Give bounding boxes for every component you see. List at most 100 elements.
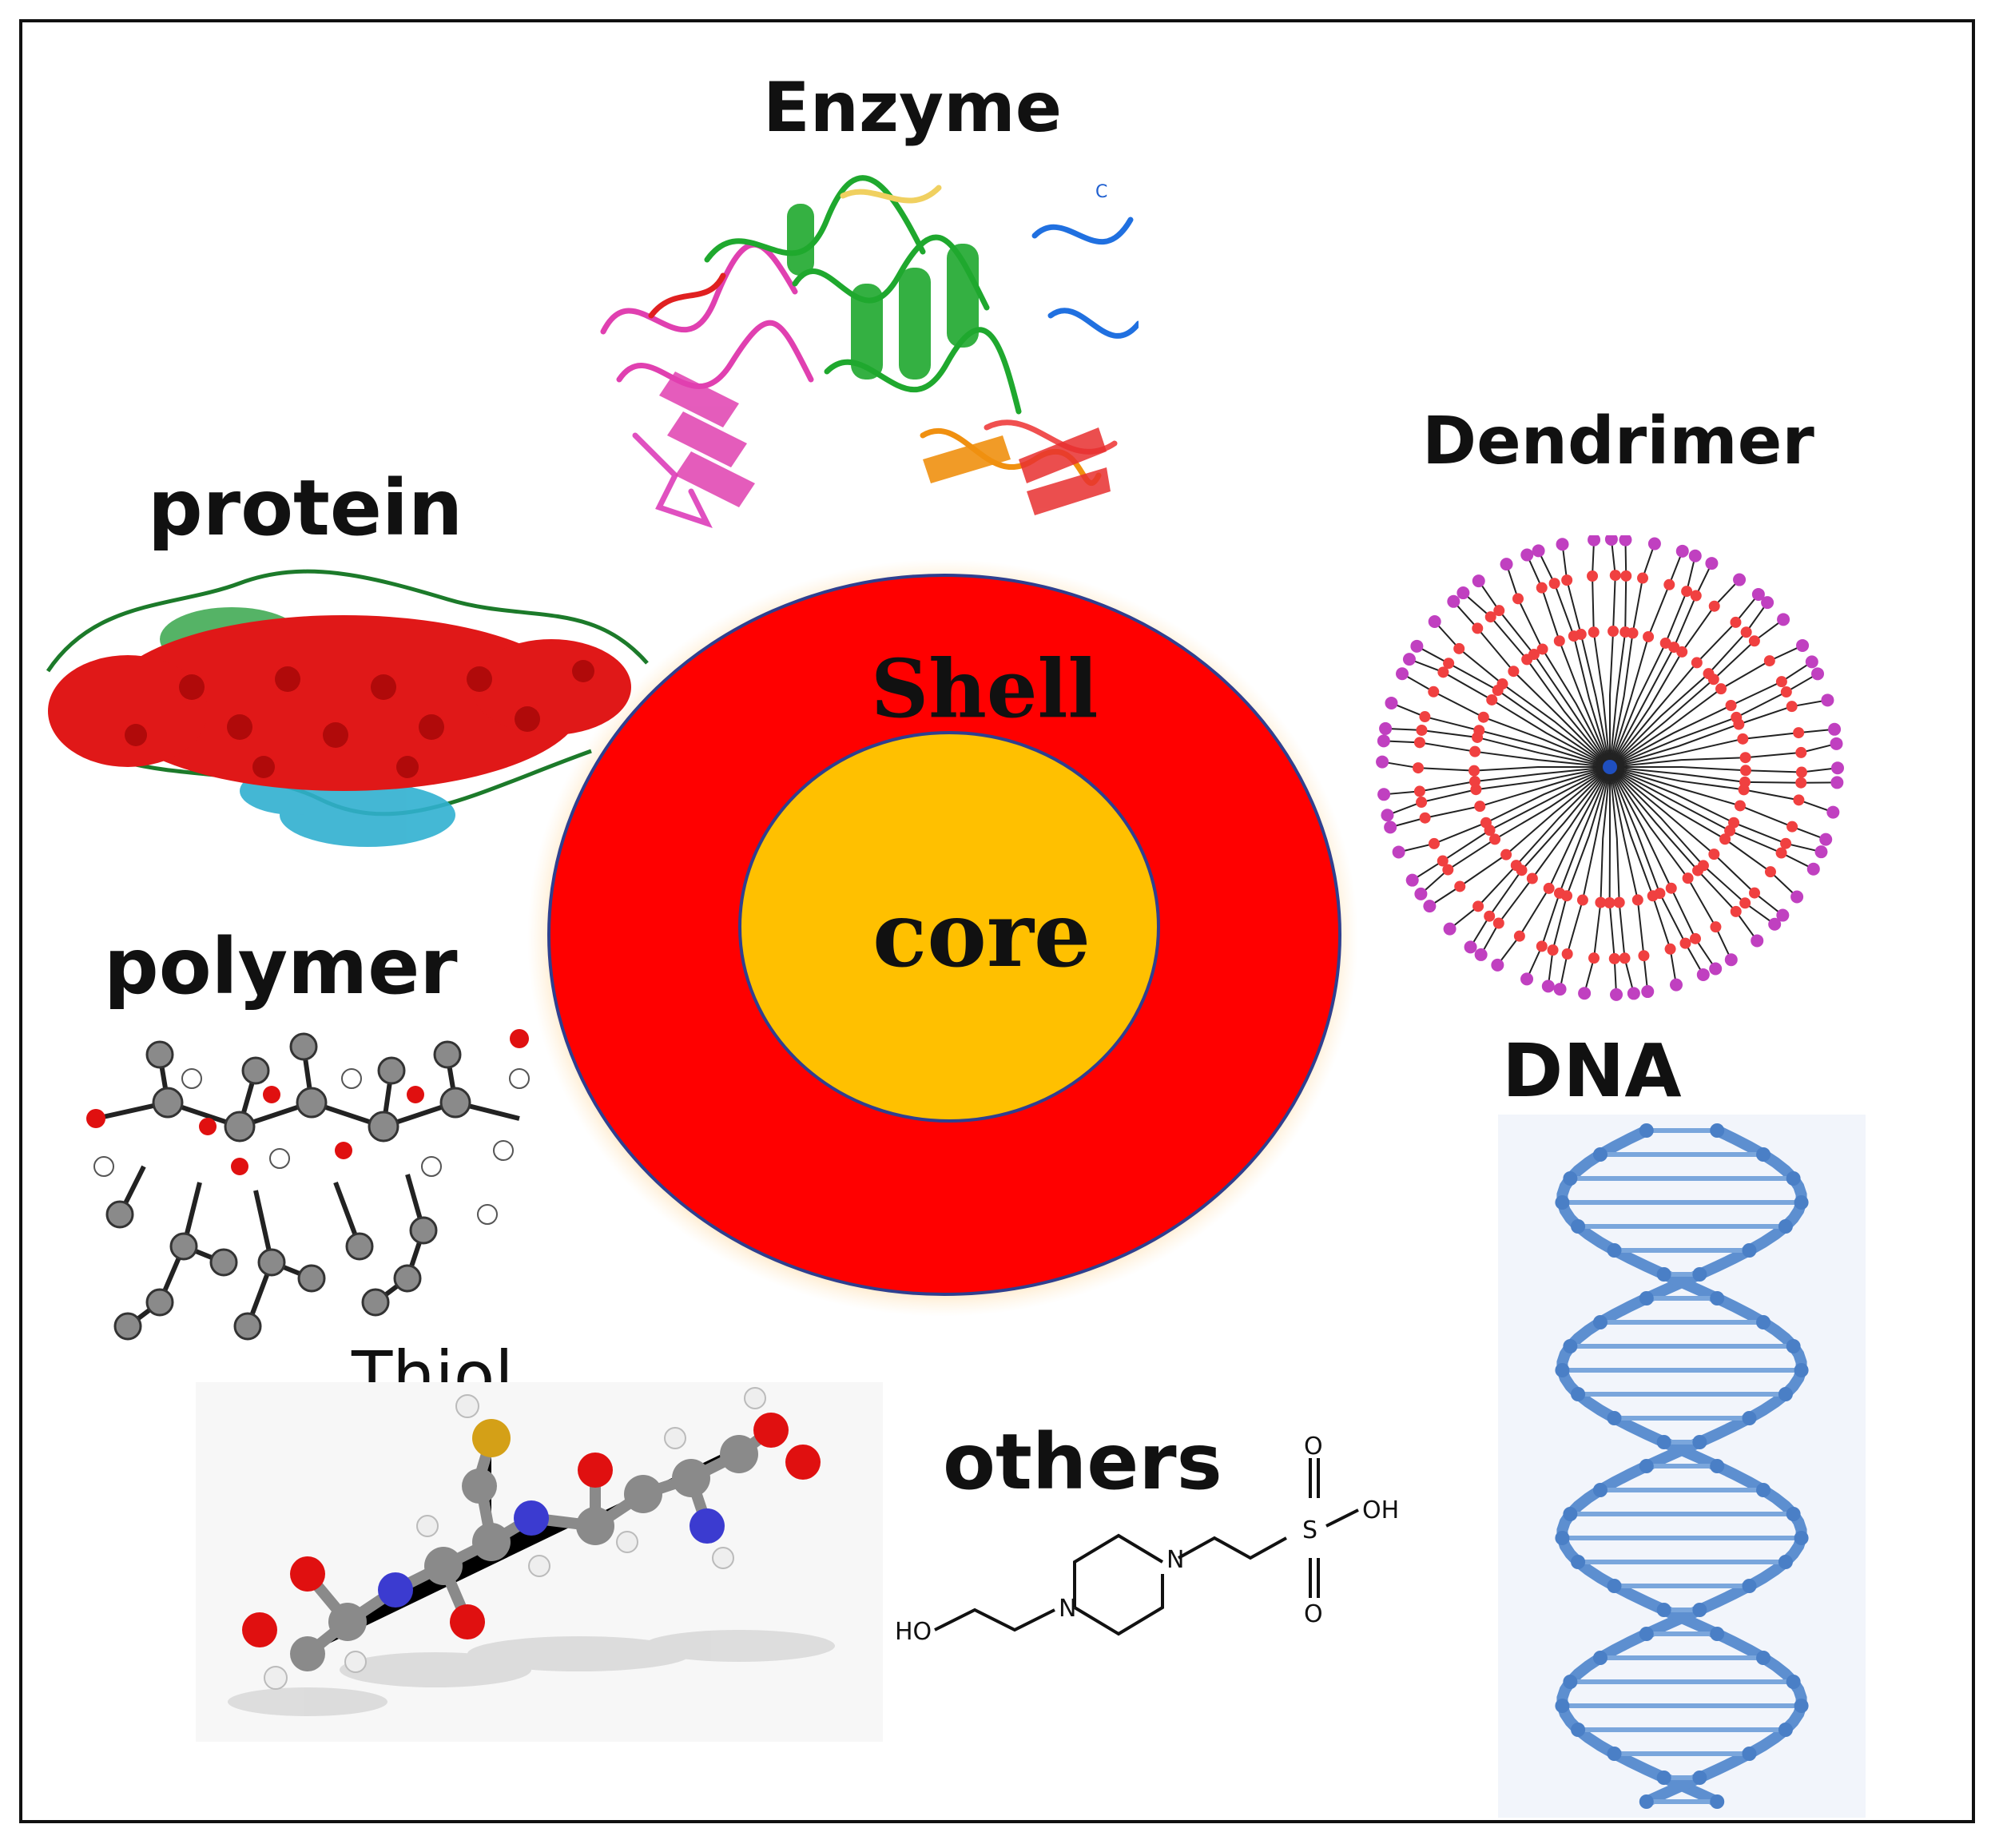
dendrimer-terminal (1472, 574, 1485, 588)
dendrimer-node (1613, 896, 1625, 908)
dendrimer-node (1512, 593, 1524, 605)
dna-atom (1742, 1747, 1757, 1761)
dendrimer-core (1603, 760, 1617, 774)
dendrimer-node (1690, 590, 1702, 602)
dendrimer-node (1664, 943, 1676, 955)
dendrimer-node (1588, 626, 1600, 638)
dendrimer-node (1587, 570, 1599, 582)
dendrimer-terminal (1821, 693, 1834, 707)
dendrimer-node (1493, 605, 1505, 617)
dendrimer-node (1637, 572, 1649, 584)
dendrimer-node (1437, 666, 1449, 678)
others-structure-image: HO N N S O O OH (887, 1430, 1446, 1670)
dna-atom (1742, 1579, 1757, 1593)
dendrimer-node (1739, 765, 1751, 777)
dendrimer-branch (1547, 766, 1611, 987)
dendrimer-terminal (1405, 873, 1419, 887)
dendrimer-node (1749, 887, 1761, 899)
dna-atom (1794, 1531, 1809, 1545)
dendrimer-node (1682, 872, 1694, 884)
dna-atom (1786, 1171, 1801, 1186)
dna-atom (1656, 1771, 1671, 1785)
dendrimer-terminal (1826, 805, 1840, 819)
dendrimer-node (1553, 887, 1565, 899)
dendrimer-node (1691, 657, 1703, 669)
dna-atom (1692, 1771, 1707, 1785)
dendrimer-terminal (1705, 557, 1719, 570)
dna-atom (1756, 1315, 1771, 1329)
enzyme-label: Enzyme (763, 68, 1063, 148)
dendrimer-node (1413, 762, 1425, 774)
dendrimer-terminal (1520, 972, 1534, 986)
dna-atom (1778, 1723, 1793, 1737)
dendrimer-node (1737, 733, 1749, 745)
dendrimer-node (1429, 837, 1441, 849)
dendrimer-terminal (1709, 962, 1723, 976)
dendrimer-terminal (1627, 987, 1640, 1000)
dna-atom (1592, 1651, 1608, 1665)
dendrimer-node (1536, 940, 1548, 952)
dna-atom (1563, 1171, 1578, 1186)
dendrimer-node (1437, 855, 1449, 867)
core-shell-nanoparticle (527, 551, 1358, 1318)
dna-atom (1639, 1794, 1654, 1809)
dna-atom (1607, 1579, 1622, 1593)
dendrimer-node (1536, 582, 1548, 594)
dna-atom (1692, 1603, 1707, 1617)
dendrimer-node (1733, 718, 1745, 730)
dendrimer-branch (1462, 592, 1611, 768)
dendrimer-node (1748, 635, 1760, 647)
dendrimer-node (1659, 637, 1671, 649)
dendrimer-terminal (1761, 596, 1774, 610)
dendrimer-node (1707, 674, 1719, 686)
dendrimer-node (1588, 952, 1600, 964)
dna-atom (1555, 1195, 1570, 1210)
dendrimer-terminal (1790, 890, 1804, 904)
s-text: S (1302, 1516, 1317, 1544)
dendrimer-node (1553, 635, 1565, 647)
dna-label: DNA (1502, 1028, 1682, 1114)
thiol-atoms (242, 1387, 821, 1690)
dendrimer-node (1500, 848, 1512, 860)
dendrimer-node (1496, 678, 1508, 690)
dendrimer-terminal (1688, 549, 1702, 562)
dna-atom (1656, 1267, 1671, 1282)
shell-label: Shell (871, 642, 1099, 736)
dendrimer-terminal (1541, 980, 1555, 993)
dendrimer-node (1692, 864, 1704, 876)
dendrimer-node (1647, 890, 1659, 902)
others-label: others (943, 1417, 1222, 1507)
dna-atom (1555, 1699, 1570, 1713)
dna-atom (1742, 1243, 1757, 1258)
dna-atom (1555, 1363, 1570, 1377)
dendrimer-terminal (1675, 544, 1689, 558)
dendrimer-node (1619, 952, 1631, 964)
dna-atom (1794, 1699, 1809, 1713)
dna-atom (1794, 1195, 1809, 1210)
dendrimer-structure-image (1366, 535, 1854, 1015)
dendrimer-terminal (1610, 988, 1623, 1001)
dendrimer-node (1715, 683, 1727, 695)
dendrimer-node (1663, 578, 1675, 590)
oh-text: OH (1362, 1496, 1399, 1524)
dna-atom (1571, 1555, 1586, 1569)
dendrimer-node (1543, 882, 1555, 894)
dna-atom (1710, 1794, 1725, 1809)
dendrimer-terminal (1385, 696, 1398, 709)
dna-atom (1571, 1387, 1586, 1401)
dendrimer-node (1775, 847, 1787, 859)
o-top-text: O (1304, 1433, 1323, 1461)
dendrimer-node (1473, 725, 1485, 737)
dna-atom (1607, 1411, 1622, 1425)
dendrimer-node (1492, 917, 1504, 929)
dendrimer-node (1510, 860, 1522, 872)
dna-atom (1639, 1459, 1654, 1473)
dendrimer-node (1547, 944, 1559, 956)
dendrimer-terminal (1751, 587, 1765, 601)
dendrimer-terminal (1814, 845, 1828, 859)
dendrimer-node (1708, 848, 1720, 860)
dendrimer-node (1508, 666, 1520, 678)
dendrimer-terminal (1619, 535, 1632, 546)
dendrimer-node (1679, 937, 1691, 949)
dendrimer-terminal (1805, 655, 1818, 669)
